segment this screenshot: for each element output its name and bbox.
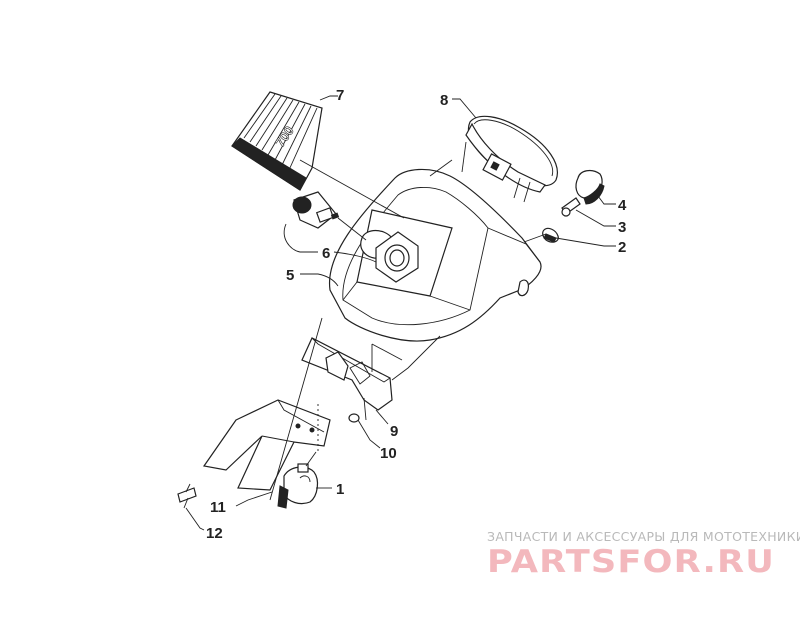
part-10-nut xyxy=(348,413,360,423)
callout-5: 5 xyxy=(286,267,294,284)
leader-lines xyxy=(185,95,616,531)
callout-1: 1 xyxy=(336,481,344,498)
part-2-washer xyxy=(542,227,559,243)
part-12-push-rivet xyxy=(177,483,197,509)
callout-8: 8 xyxy=(440,92,448,109)
watermark: ЗАПЧАСТИ И АКСЕССУАРЫ ДЛЯ МОТОТЕХНИКИ PA… xyxy=(487,529,800,580)
callout-11: 11 xyxy=(210,499,226,516)
callout-7: 7 xyxy=(336,87,344,104)
part-3-key xyxy=(561,197,581,217)
part-7-decal: 700 xyxy=(231,91,323,191)
callout-labels: 7 8 4 3 2 6 5 9 10 1 11 12 xyxy=(206,87,627,542)
watermark-tagline: ЗАПЧАСТИ И АКСЕССУАРЫ ДЛЯ МОТОТЕХНИКИ xyxy=(487,529,800,544)
part-8-speedometer xyxy=(461,115,558,203)
callout-6: 6 xyxy=(322,245,330,262)
callout-9: 9 xyxy=(390,423,398,440)
part-11-bracket xyxy=(202,399,331,491)
callout-2: 2 xyxy=(618,239,626,256)
watermark-logo: PARTSFOR.RU xyxy=(487,544,775,580)
part-5-pod-housing xyxy=(328,168,542,342)
callout-10: 10 xyxy=(380,445,397,462)
callout-4: 4 xyxy=(618,197,627,214)
part-9-lower-cover xyxy=(301,337,393,421)
part-4-key-cap xyxy=(575,169,605,205)
callout-3: 3 xyxy=(618,219,626,236)
part-6-power-socket xyxy=(292,191,340,229)
part-1-connector xyxy=(277,463,319,509)
callout-12: 12 xyxy=(206,525,223,542)
